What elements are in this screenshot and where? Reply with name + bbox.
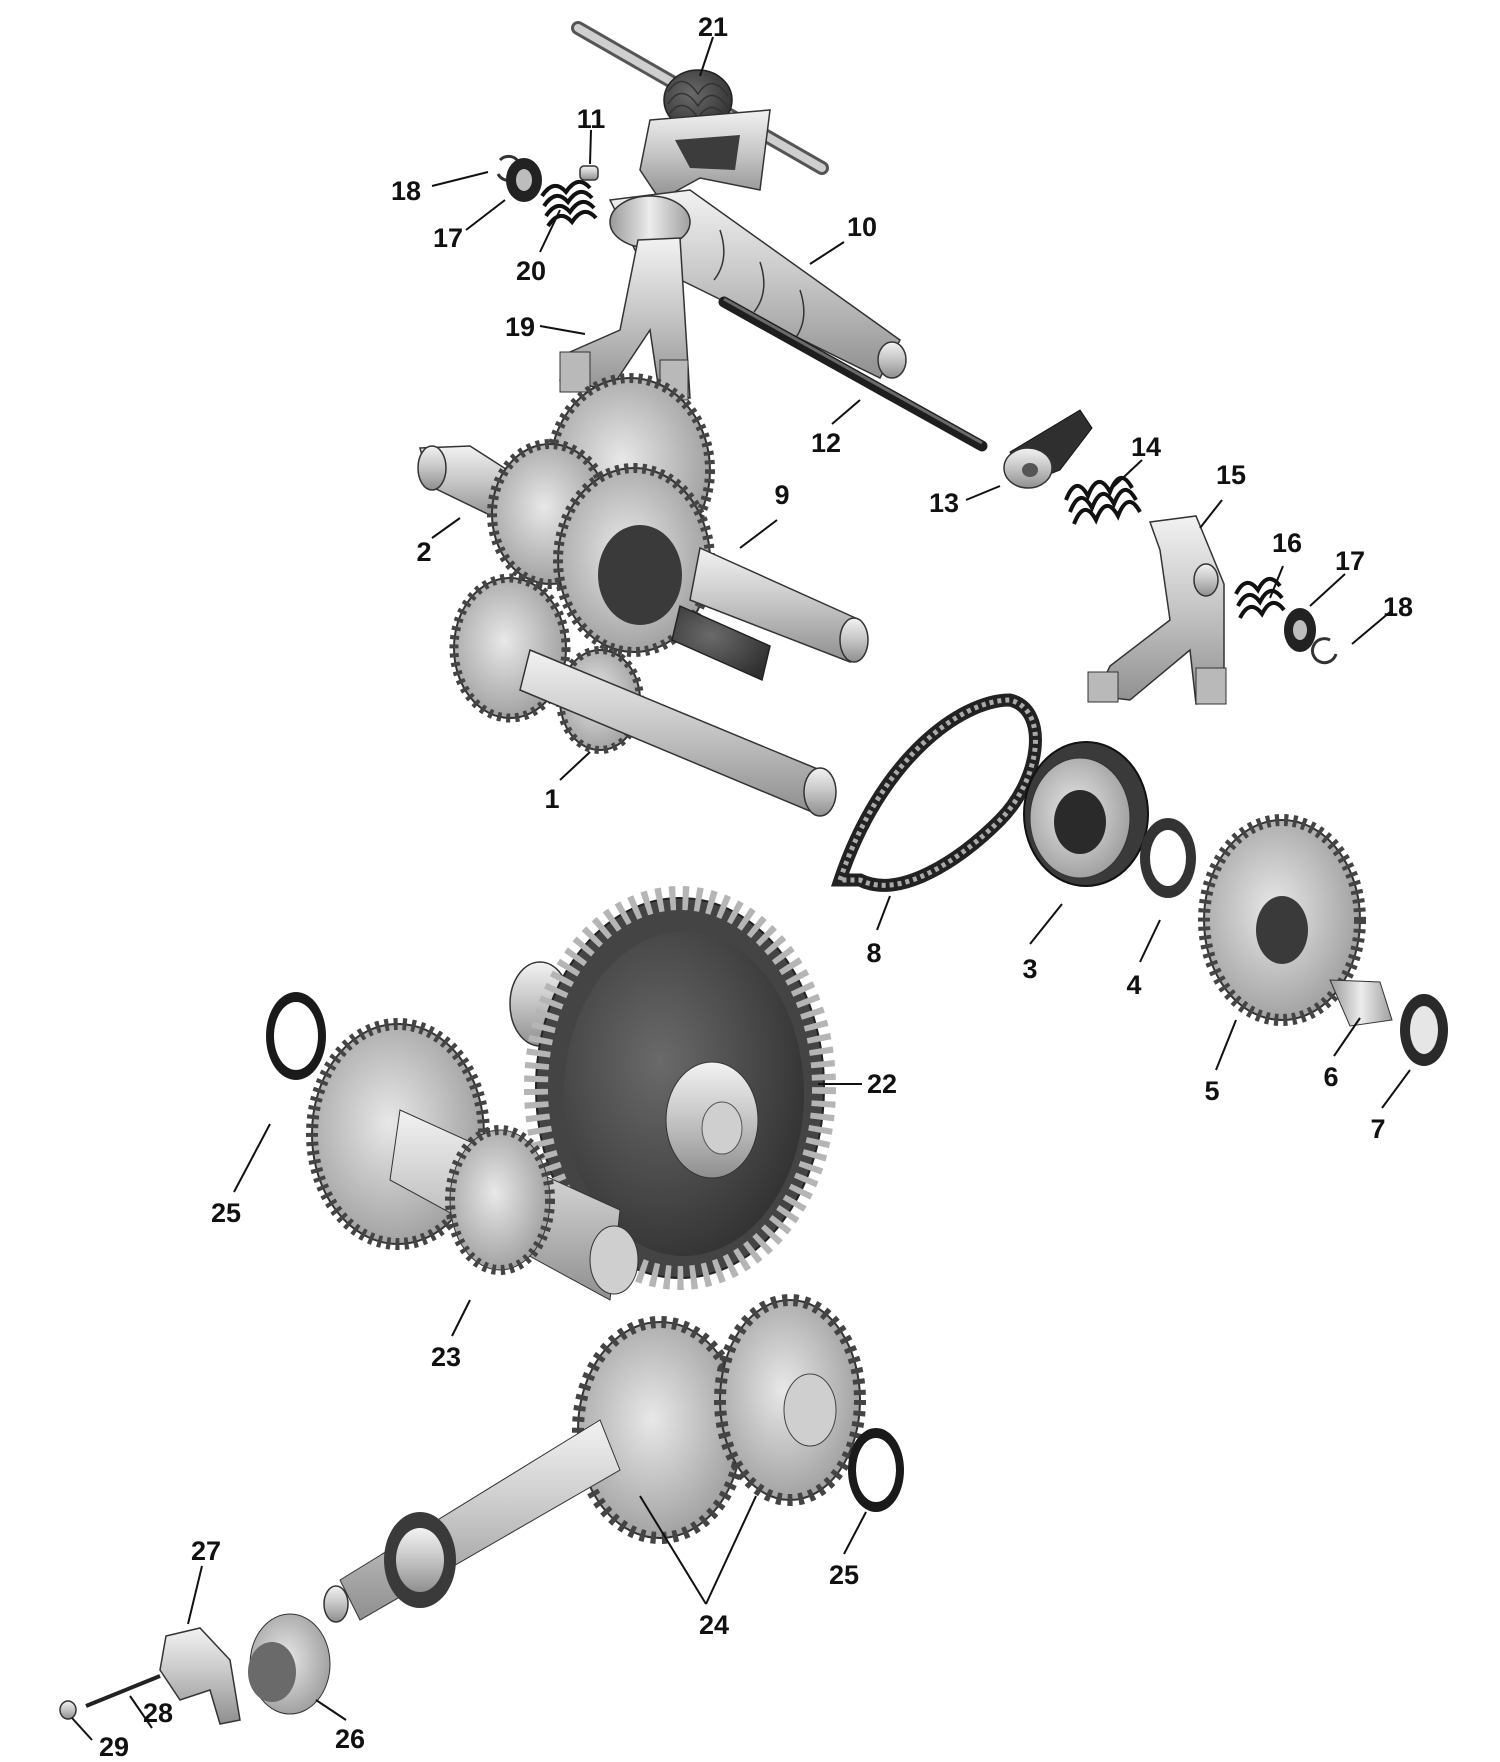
callout-2: 2 (416, 537, 431, 567)
part-20-spring (540, 180, 598, 228)
callout-24: 24 (699, 1610, 729, 1640)
part-26-bearing (248, 1613, 331, 1715)
callout-19: 19 (505, 312, 535, 342)
part-22-gear-assembly (509, 886, 836, 1290)
callout-9: 9 (774, 480, 789, 510)
callout-labels: 21 11 18 17 10 20 19 12 14 13 15 9 2 16 … (99, 12, 1413, 1762)
part-4-washer (1140, 818, 1196, 898)
callout-18: 18 (1383, 592, 1413, 622)
part-14-spring (1064, 476, 1142, 525)
part-8-chain (830, 693, 1042, 892)
callout-28: 28 (143, 1698, 173, 1728)
part-11-pin (579, 165, 599, 181)
part-27-fork (159, 1627, 241, 1725)
part-16-spring (1234, 577, 1286, 619)
callout-27: 27 (191, 1536, 221, 1566)
callout-5: 5 (1204, 1076, 1219, 1106)
callout-23: 23 (431, 1342, 461, 1372)
callout-29: 29 (99, 1732, 129, 1762)
callout-15: 15 (1216, 460, 1246, 490)
part-7-washer (1400, 994, 1448, 1066)
part-21-shift-shaft (571, 21, 829, 201)
callout-3: 3 (1022, 954, 1037, 984)
part-23-pinion-shaft (306, 1018, 639, 1301)
callout-18: 18 (391, 176, 421, 206)
callout-11: 11 (577, 104, 606, 134)
callout-17: 17 (433, 223, 463, 253)
part-29-bolt (59, 1700, 77, 1720)
callout-26: 26 (335, 1724, 365, 1754)
callout-14: 14 (1131, 432, 1161, 462)
part-5-gear (1198, 814, 1366, 1026)
part-25-seal-right (848, 1428, 904, 1512)
part-6-bushing (1329, 979, 1393, 1027)
part-19-shift-fork (559, 237, 691, 401)
callout-21: 21 (698, 12, 728, 42)
callout-13: 13 (929, 488, 959, 518)
part-28-rod (85, 1674, 161, 1708)
part-24-output-assembly (323, 1294, 866, 1623)
part-3-sprocket (1023, 741, 1149, 887)
part-17-washer-top (506, 158, 542, 202)
callout-20: 20 (516, 256, 546, 286)
callout-16: 16 (1272, 528, 1302, 558)
callout-6: 6 (1323, 1062, 1338, 1092)
callout-4: 4 (1126, 970, 1141, 1000)
callout-8: 8 (866, 938, 881, 968)
part-15-shift-fork (1087, 515, 1227, 705)
callout-1: 1 (544, 784, 559, 814)
part-9-shaft (671, 546, 869, 682)
callout-25: 25 (211, 1198, 241, 1228)
callout-10: 10 (847, 212, 877, 242)
part-13-detent-lever (1003, 409, 1093, 489)
part-25-seal-left (266, 992, 326, 1080)
callout-7: 7 (1370, 1114, 1385, 1144)
callout-25: 25 (829, 1560, 859, 1590)
leader-lines (71, 36, 1411, 1741)
part-12-shift-rod (718, 296, 988, 452)
part-1-shaft (449, 573, 837, 817)
callout-12: 12 (811, 428, 841, 458)
part-18-circlip-right (1310, 637, 1338, 665)
part-17-washer-right (1284, 608, 1316, 652)
callout-17: 17 (1335, 546, 1365, 576)
callout-22: 22 (867, 1069, 897, 1099)
